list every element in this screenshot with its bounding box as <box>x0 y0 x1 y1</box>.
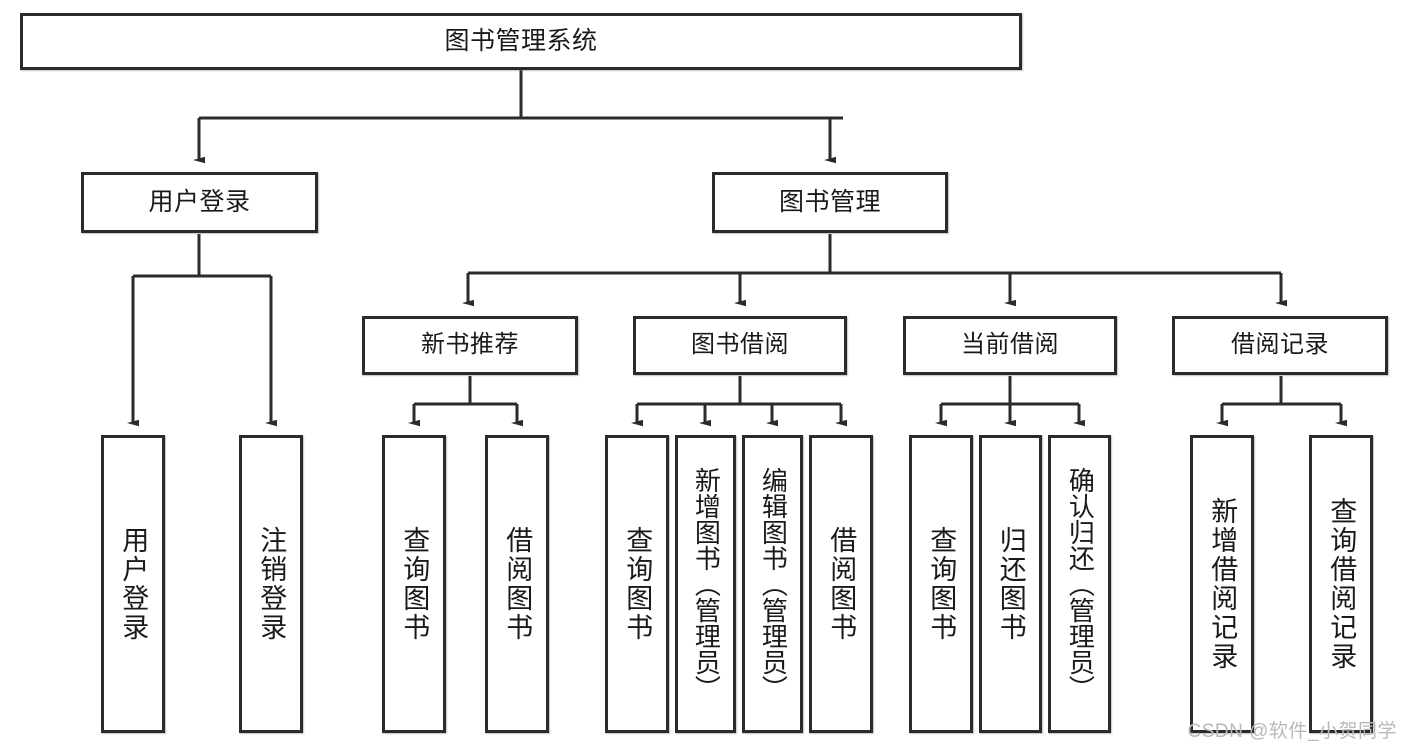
node-label: 新书推荐 <box>421 331 519 359</box>
leaf-borrow-book-recommend[interactable]: 借阅图书 <box>485 435 549 733</box>
node-label: 新增借阅记录 <box>1207 497 1238 671</box>
node-label: 查询图书 <box>622 526 653 642</box>
node-label: 编辑图书（管理员） <box>758 467 789 701</box>
leaf-confirm-return-admin[interactable]: 确认归还（管理员） <box>1048 435 1111 733</box>
node-label: 查询借阅记录 <box>1326 497 1357 671</box>
node-book-management[interactable]: 图书管理 <box>712 172 948 233</box>
node-label: 借阅记录 <box>1231 331 1329 359</box>
node-root-system[interactable]: 图书管理系统 <box>20 13 1022 70</box>
node-label: 借阅图书 <box>826 526 857 642</box>
node-label: 图书管理系统 <box>444 26 598 55</box>
node-label: 确认归还（管理员） <box>1065 467 1096 701</box>
leaf-return-book[interactable]: 归还图书 <box>979 435 1042 733</box>
leaf-add-borrow-record[interactable]: 新增借阅记录 <box>1190 435 1254 733</box>
node-label: 图书借阅 <box>691 331 789 359</box>
node-label: 查询图书 <box>399 526 430 642</box>
leaf-add-book-admin[interactable]: 新增图书（管理员） <box>675 435 736 733</box>
leaf-borrow-book[interactable]: 借阅图书 <box>809 435 873 733</box>
leaf-query-borrow-record[interactable]: 查询借阅记录 <box>1309 435 1373 733</box>
node-label: 当前借阅 <box>961 331 1059 359</box>
watermark-text: CSDN @软件_小贺同学 <box>1187 721 1397 742</box>
node-user-login[interactable]: 用户登录 <box>81 172 318 233</box>
node-label: 注销登录 <box>256 526 287 642</box>
leaf-user-login[interactable]: 用户登录 <box>101 435 165 733</box>
node-borrow-records[interactable]: 借阅记录 <box>1172 316 1388 375</box>
leaf-query-book-borrow[interactable]: 查询图书 <box>605 435 669 733</box>
leaf-edit-book-admin[interactable]: 编辑图书（管理员） <box>742 435 803 733</box>
node-new-book-recommend[interactable]: 新书推荐 <box>362 316 578 375</box>
leaf-logout[interactable]: 注销登录 <box>239 435 303 733</box>
node-label: 借阅图书 <box>502 526 533 642</box>
node-label: 归还图书 <box>995 526 1026 642</box>
node-label: 用户登录 <box>118 526 149 642</box>
node-label: 新增图书（管理员） <box>691 467 722 701</box>
node-label: 图书管理 <box>778 187 881 216</box>
node-label: 查询图书 <box>926 526 957 642</box>
leaf-query-book-recommend[interactable]: 查询图书 <box>382 435 446 733</box>
leaf-query-book-current[interactable]: 查询图书 <box>909 435 973 733</box>
node-current-borrow[interactable]: 当前借阅 <box>903 316 1117 375</box>
node-book-borrow[interactable]: 图书借阅 <box>633 316 847 375</box>
node-label: 用户登录 <box>148 187 251 216</box>
